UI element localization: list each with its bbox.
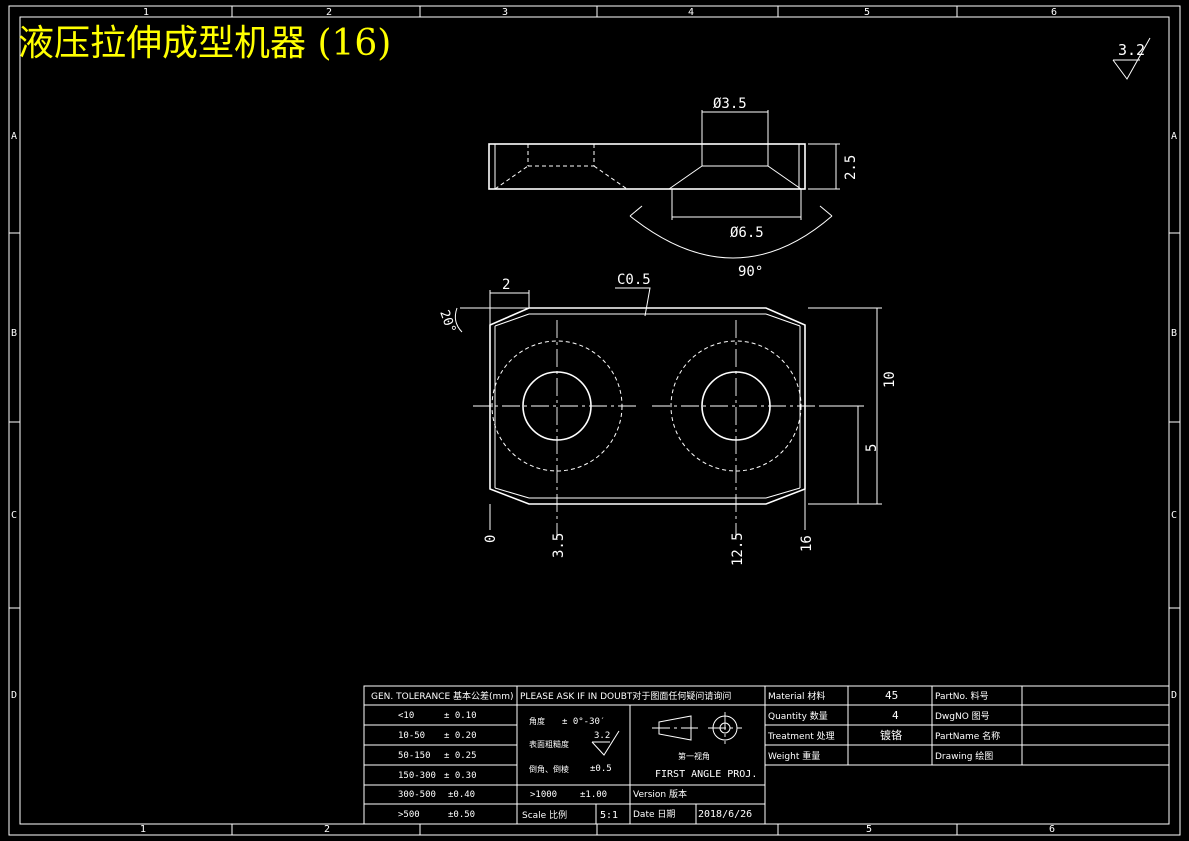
tol-range-1: 10-50 [398,731,425,741]
side-view: Ø3.5 2.5 Ø6.5 90° [488,96,859,280]
dim-height-center-text: 5 [864,444,880,452]
projection-cn: 第一视角 [678,751,710,761]
dim-hole-diameter-text: Ø3.5 [713,96,747,112]
dim-hole-diameter [701,110,769,144]
tol-value-1: ± 0.20 [444,731,477,741]
roughness-symbol-small [591,730,620,756]
material-value: 45 [885,689,898,702]
partno-label: PartNo. 料号 [935,690,989,702]
version-label: Version 版本 [633,788,687,800]
dim-height-center [820,405,864,504]
inner-border [19,16,1170,825]
drawing-label: Drawing 绘图 [935,750,993,762]
weight-label: Weight 重量 [768,750,820,762]
doubt-note: PLEASE ASK IF IN DOUBT对于图面任何疑问请询问 [520,690,731,702]
zone-label-left-C: C [11,510,17,521]
dim-angle-text: 90° [738,264,763,280]
treatment-value: 镀铬 [880,728,902,742]
drawing-frame: 1 2 3 4 5 6 1 2 5 6 A B C D A B C D [8,5,1181,836]
zone-label-left-B: B [11,328,17,339]
dim-thickness [808,143,840,190]
angle-tol: ± 0°-30′ [562,717,605,727]
tol-range-4: 300-500 [398,790,436,800]
countersink-2 [668,144,802,190]
zone-ticks [9,6,1180,835]
tol-range-5: >500 [398,810,420,820]
ordinate-3-5: 3.5 [551,533,567,558]
scale-value: 5:1 [600,810,618,821]
over1000-tol: ±1.00 [580,790,607,800]
gen-tolerance-header: GEN. TOLERANCE 基本公差(mm) [371,690,514,702]
chamfer-label: 倒角、倒棱 [529,764,569,774]
zone-label-right-C: C [1171,510,1177,521]
tol-range-0: <10 [398,711,414,721]
outer-border [8,5,1181,836]
dim-height-total [808,307,882,505]
zone-label-right-B: B [1171,328,1177,339]
tol-value-2: ± 0.25 [444,751,477,761]
zone-label-top-6: 6 [1051,7,1057,18]
roughness-value-global: 3.2 [1118,41,1145,59]
date-label: Date 日期 [633,809,675,820]
zone-label-top-3: 3 [502,7,508,18]
zone-label-bottom-6: 6 [1049,824,1055,835]
date-value: 2018/6/26 [698,809,752,820]
tol-value-0: ± 0.10 [444,711,477,721]
front-view: 0 3.5 12.5 16 10 5 2 20° C0.5 [436,272,898,566]
dim-thickness-text: 2.5 [843,155,859,180]
zone-label-bottom-5: 5 [866,824,872,835]
dim-countersink-diameter [671,189,802,220]
dwgno-label: DwgNO 图号 [935,711,990,722]
projection-en: FIRST ANGLE PROJ. [655,769,757,780]
tol-range-3: 150-300 [398,771,436,781]
zone-label-right-D: D [1171,690,1177,701]
dim-countersink-diameter-text: Ø6.5 [730,225,764,241]
dim-chamfer-angle-text: 20° [436,308,458,335]
zone-label-top-1: 1 [143,7,149,18]
projection-symbol [652,712,742,744]
zone-label-left-D: D [11,690,17,701]
quantity-value: 4 [892,709,899,722]
zone-label-bottom-1: 1 [140,824,146,835]
dim-height-total-text: 10 [882,371,898,388]
ordinate-16: 16 [799,535,815,552]
edge-chamfer-text: C0.5 [617,272,651,288]
chamfer-value: ±0.5 [590,764,612,774]
zone-label-left-A: A [11,131,17,142]
dim-chamfer-width-text: 2 [502,277,510,293]
tol-value-4: ±0.40 [448,790,475,800]
tol-value-5: ±0.50 [448,810,475,820]
ordinate-0: 0 [483,535,499,543]
tol-range-2: 50-150 [398,751,431,761]
dim-angle-arc [629,215,833,259]
hidden-countersink-1 [494,144,628,190]
drawing-title: 液压拉伸成型机器 (16) [18,23,391,64]
roughness-value: 3.2 [594,731,610,741]
quantity-label: Quantity 数量 [768,710,828,722]
dim-chamfer-angle-arc [454,307,463,333]
material-label: Material 材料 [768,690,825,702]
ordinate-12-5: 12.5 [730,532,746,566]
partname-label: PartName 名称 [935,730,1000,742]
angle-label: 角度 [529,716,545,726]
leader-edge-chamfer [615,287,651,317]
tol-value-3: ± 0.30 [444,771,477,781]
zone-label-right-A: A [1171,131,1177,142]
side-view-outline [488,143,806,190]
roughness-label: 表面粗糙度 [529,739,569,749]
front-view-outline [489,307,806,505]
title-block: GEN. TOLERANCE 基本公差(mm) PLEASE ASK IF IN… [363,685,1170,825]
over1000-range: >1000 [530,790,557,800]
treatment-label: Treatment 处理 [767,730,835,742]
zone-label-top-4: 4 [688,7,694,18]
roughness-symbol-global: 3.2 [1112,37,1151,80]
zone-label-top-5: 5 [864,7,870,18]
zone-label-bottom-2: 2 [324,824,330,835]
zone-label-top-2: 2 [326,7,332,18]
scale-label: Scale 比例 [522,809,567,821]
